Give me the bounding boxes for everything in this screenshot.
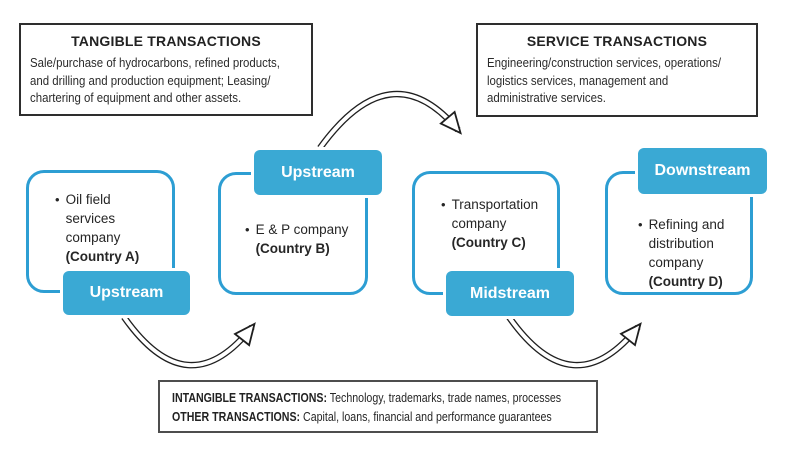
segment-label-midstream: Midstream xyxy=(446,271,574,316)
company-entry: • Refining and distribution company (Cou… xyxy=(638,216,745,292)
intangible-other-transactions-box: INTANGIBLE TRANSACTIONS: Technology, tra… xyxy=(158,380,598,433)
company-entry: • E & P company (Country B) xyxy=(245,221,368,259)
other-transactions-label: OTHER TRANSACTIONS: xyxy=(172,410,301,424)
company-name: Refining and distribution company xyxy=(648,217,725,270)
company-country: (Country A) xyxy=(65,248,140,264)
intangible-transactions-label: INTANGIBLE TRANSACTIONS: xyxy=(172,391,328,405)
company-name: Oil field services company xyxy=(65,192,121,245)
bullet-point: • xyxy=(441,197,446,212)
bullet-point: • xyxy=(55,192,60,207)
company-entry: • Transportation company (Country C) xyxy=(441,196,564,253)
company-name: E & P company xyxy=(255,222,349,237)
tangible-transactions-box: TANGIBLE TRANSACTIONS Sale/purchase of h… xyxy=(19,23,313,116)
service-transactions-body: Engineering/construction services, opera… xyxy=(487,55,722,106)
company-country: (Country C) xyxy=(451,234,526,250)
company-country: (Country B) xyxy=(255,240,330,256)
other-transactions-line: OTHER TRANSACTIONS: Capital, loans, fina… xyxy=(172,408,552,427)
intangible-transactions-line: INTANGIBLE TRANSACTIONS: Technology, tra… xyxy=(172,389,561,408)
other-transactions-text: Capital, loans, financial and performanc… xyxy=(303,410,552,424)
bullet-point: • xyxy=(638,217,643,232)
segment-label-downstream: Downstream xyxy=(638,148,767,194)
company-entry: • Oil field services company (Country A) xyxy=(55,191,158,267)
intangible-transactions-text: Technology, trademarks, trade names, pro… xyxy=(329,391,562,405)
segment-label-upstream-1: Upstream xyxy=(63,271,190,315)
company-country: (Country D) xyxy=(648,273,723,289)
tangible-transactions-title: TANGIBLE TRANSACTIONS xyxy=(71,33,261,49)
service-transactions-title: SERVICE TRANSACTIONS xyxy=(526,33,708,49)
bullet-point: • xyxy=(245,222,250,237)
curved-arrow-top xyxy=(317,90,462,150)
service-transactions-box: SERVICE TRANSACTIONS Engineering/constru… xyxy=(476,23,758,117)
company-name: Transportation company xyxy=(451,197,539,231)
tangible-transactions-body: Sale/purchase of hydrocarbons, refined p… xyxy=(30,55,280,106)
curved-arrow-bottom-right xyxy=(506,315,642,369)
segment-label-upstream-2: Upstream xyxy=(254,150,382,195)
curved-arrow-bottom-left xyxy=(121,315,256,369)
